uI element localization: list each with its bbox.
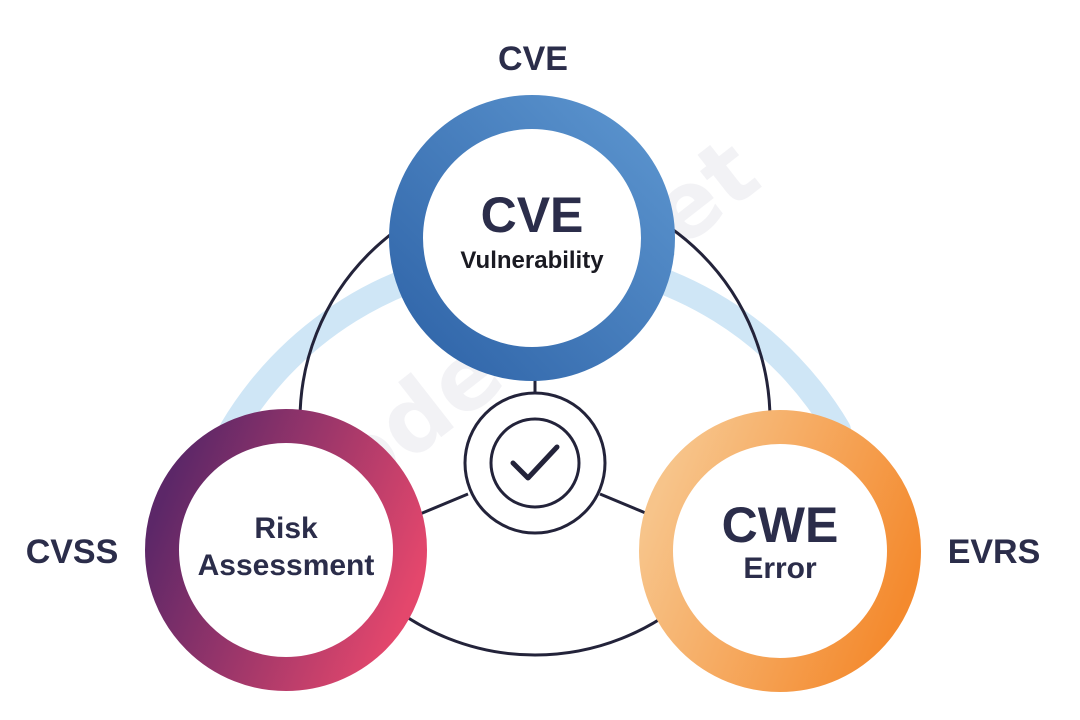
node-vulnerability-subtitle: Vulnerability [460, 247, 604, 274]
outer-label-left: CVSS [26, 533, 119, 571]
node-risk-assessment-title-line2: Assessment [198, 549, 375, 582]
node-error: CWE Error [639, 410, 921, 692]
node-risk-assessment: Risk Assessment [145, 409, 427, 691]
outer-label-right: EVRS [948, 533, 1041, 571]
node-vulnerability-ring [389, 95, 675, 381]
node-risk-assessment-ring [145, 409, 427, 691]
node-error-title: CWE [722, 497, 839, 553]
checkmark-icon [463, 391, 607, 535]
outer-label-top: CVE [498, 40, 568, 78]
node-risk-assessment-title-line1: Risk [254, 512, 318, 545]
node-vulnerability-title: CVE [481, 187, 584, 243]
node-vulnerability: CVE Vulnerability [389, 95, 675, 381]
spoke-left [419, 492, 469, 516]
node-error-subtitle: Error [743, 552, 817, 585]
spoke-right [599, 492, 649, 516]
node-error-ring [639, 410, 921, 692]
